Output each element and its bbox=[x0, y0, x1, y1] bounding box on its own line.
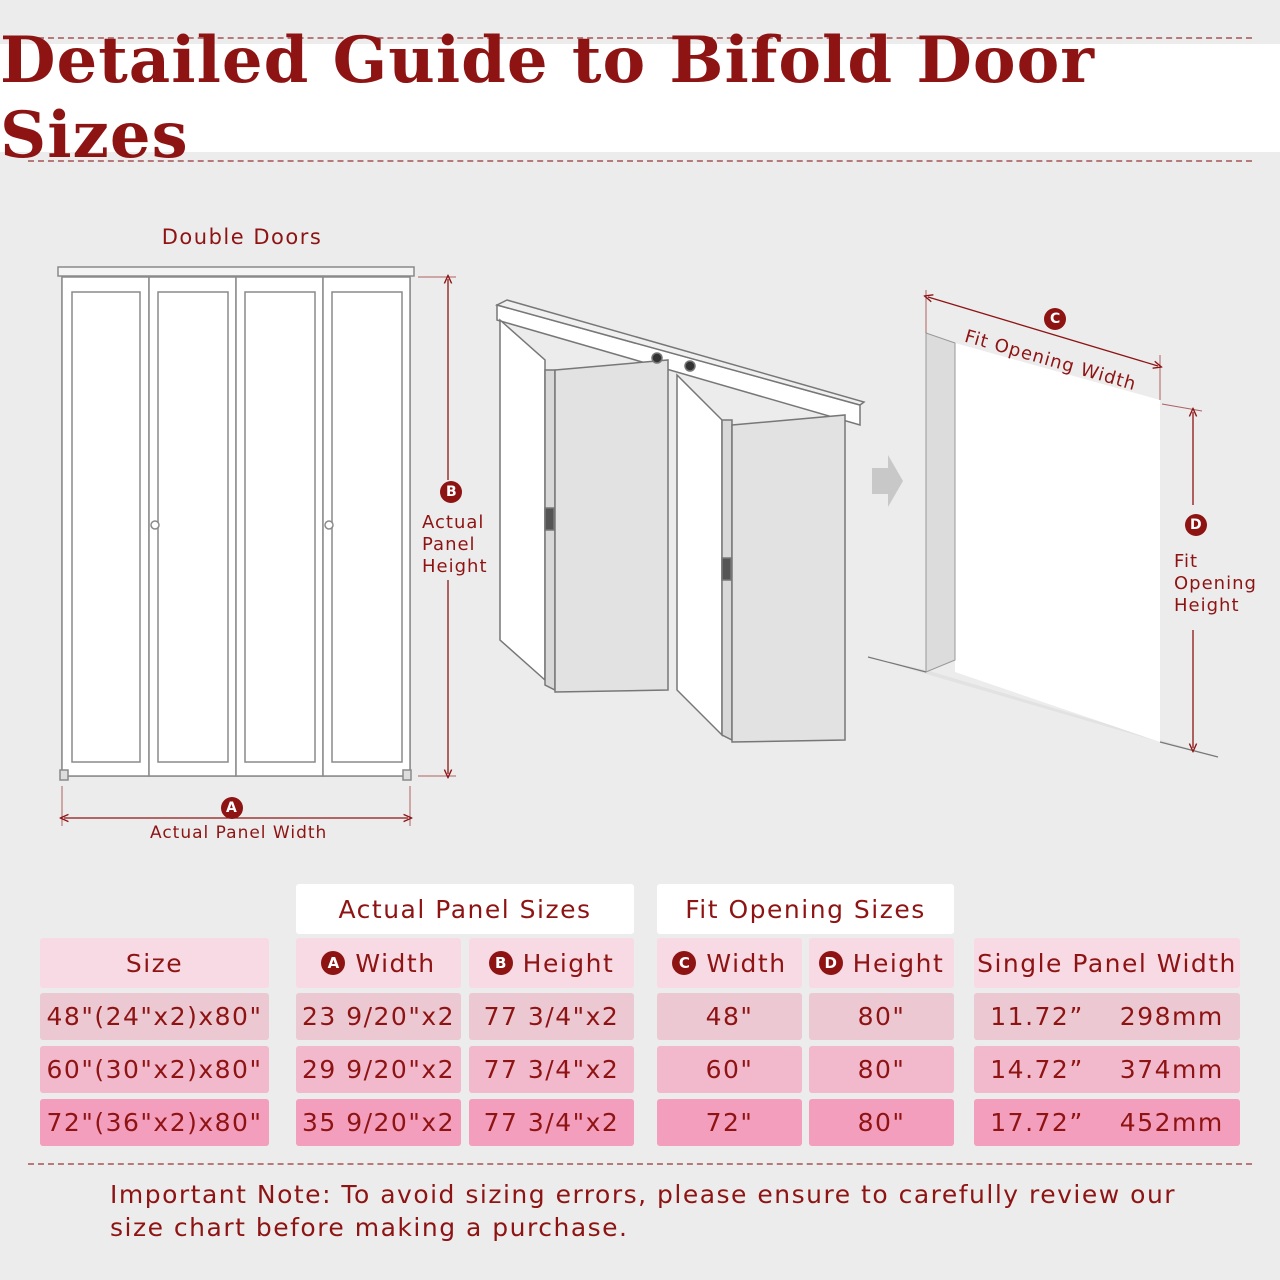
d-height-header-label: Height bbox=[852, 948, 945, 978]
dimension-d bbox=[1161, 403, 1207, 748]
row2-b-height: 77 3/4"x2 bbox=[469, 1046, 634, 1093]
fit-opening-height-line3: Height bbox=[1174, 595, 1240, 616]
row3-b-height: 77 3/4"x2 bbox=[469, 1099, 634, 1146]
actual-panel-height-line1: Actual bbox=[422, 512, 485, 533]
b-height-header-label: Height bbox=[522, 948, 615, 978]
row3-c-width: 72" bbox=[657, 1099, 802, 1146]
actual-panel-height-line3: Height bbox=[422, 556, 488, 577]
row1-single-mm: 298mm bbox=[1119, 1002, 1224, 1031]
marker-b-small: B bbox=[488, 951, 513, 975]
row3-single-in: 17.72” bbox=[990, 1108, 1084, 1137]
actual-panel-width-label: Actual Panel Width bbox=[150, 823, 328, 843]
page-title: Detailed Guide to Bifold Door Sizes bbox=[0, 23, 1095, 173]
row1-d-height: 80" bbox=[809, 993, 954, 1040]
folding-door-illustration bbox=[494, 299, 866, 743]
marker-a-small: A bbox=[321, 951, 346, 975]
row3-size: 72"(36"x2)x80" bbox=[40, 1099, 269, 1146]
note-divider bbox=[28, 1163, 1252, 1165]
row3-d-height: 80" bbox=[809, 1099, 954, 1146]
b-height-header: B Height bbox=[469, 938, 634, 988]
fit-opening-height-line1: Fit bbox=[1174, 551, 1199, 572]
row1-single-panel: 11.72” 298mm bbox=[974, 993, 1240, 1040]
c-width-header-label: Width bbox=[706, 948, 787, 978]
row2-single-in: 14.72” bbox=[990, 1055, 1084, 1084]
c-width-header: C Width bbox=[657, 938, 802, 988]
row1-single-in: 11.72” bbox=[990, 1002, 1084, 1031]
row2-single-mm: 374mm bbox=[1119, 1055, 1224, 1084]
row3-a-width: 35 9/20"x2 bbox=[296, 1099, 461, 1146]
row2-single-panel: 14.72” 374mm bbox=[974, 1046, 1240, 1093]
important-note: Important Note: To avoid sizing errors, … bbox=[110, 1180, 1177, 1242]
row2-a-width: 29 9/20"x2 bbox=[296, 1046, 461, 1093]
double-doors-illustration bbox=[57, 266, 415, 781]
marker-d: D bbox=[1190, 517, 1203, 533]
dimension-a bbox=[62, 786, 410, 826]
row1-size: 48"(24"x2)x80" bbox=[40, 993, 269, 1040]
marker-c: C bbox=[1050, 311, 1062, 327]
marker-c-small: C bbox=[672, 951, 697, 975]
fit-opening-height-line2: Opening bbox=[1174, 573, 1257, 594]
actual-panel-height-line2: Panel bbox=[422, 534, 476, 555]
a-width-header-label: Width bbox=[355, 948, 436, 978]
row1-b-height: 77 3/4"x2 bbox=[469, 993, 634, 1040]
title-divider bbox=[28, 160, 1252, 162]
actual-panel-sizes-header: Actual Panel Sizes bbox=[296, 884, 634, 934]
single-panel-width-header: Single Panel Width bbox=[974, 938, 1240, 988]
d-height-header: D Height bbox=[809, 938, 954, 988]
marker-a: A bbox=[226, 800, 238, 816]
opening-illustration bbox=[867, 332, 1219, 758]
marker-b: B bbox=[446, 484, 458, 500]
fit-opening-sizes-header: Fit Opening Sizes bbox=[657, 884, 954, 934]
marker-d-small: D bbox=[818, 951, 843, 975]
right-arrow-icon bbox=[872, 455, 903, 507]
top-divider bbox=[28, 37, 1252, 39]
row1-c-width: 48" bbox=[657, 993, 802, 1040]
dimension-b bbox=[418, 277, 462, 776]
double-doors-label: Double Doors bbox=[161, 225, 323, 249]
row2-size: 60"(30"x2)x80" bbox=[40, 1046, 269, 1093]
title-band: Detailed Guide to Bifold Door Sizes bbox=[0, 23, 1280, 173]
row3-single-panel: 17.72” 452mm bbox=[974, 1099, 1240, 1146]
a-width-header: A Width bbox=[296, 938, 461, 988]
row2-c-width: 60" bbox=[657, 1046, 802, 1093]
dimension-c bbox=[926, 290, 1160, 400]
door-diagram bbox=[57, 266, 1219, 826]
row1-a-width: 23 9/20"x2 bbox=[296, 993, 461, 1040]
row3-single-mm: 452mm bbox=[1119, 1108, 1224, 1137]
size-header: Size bbox=[40, 938, 269, 988]
row2-d-height: 80" bbox=[809, 1046, 954, 1093]
